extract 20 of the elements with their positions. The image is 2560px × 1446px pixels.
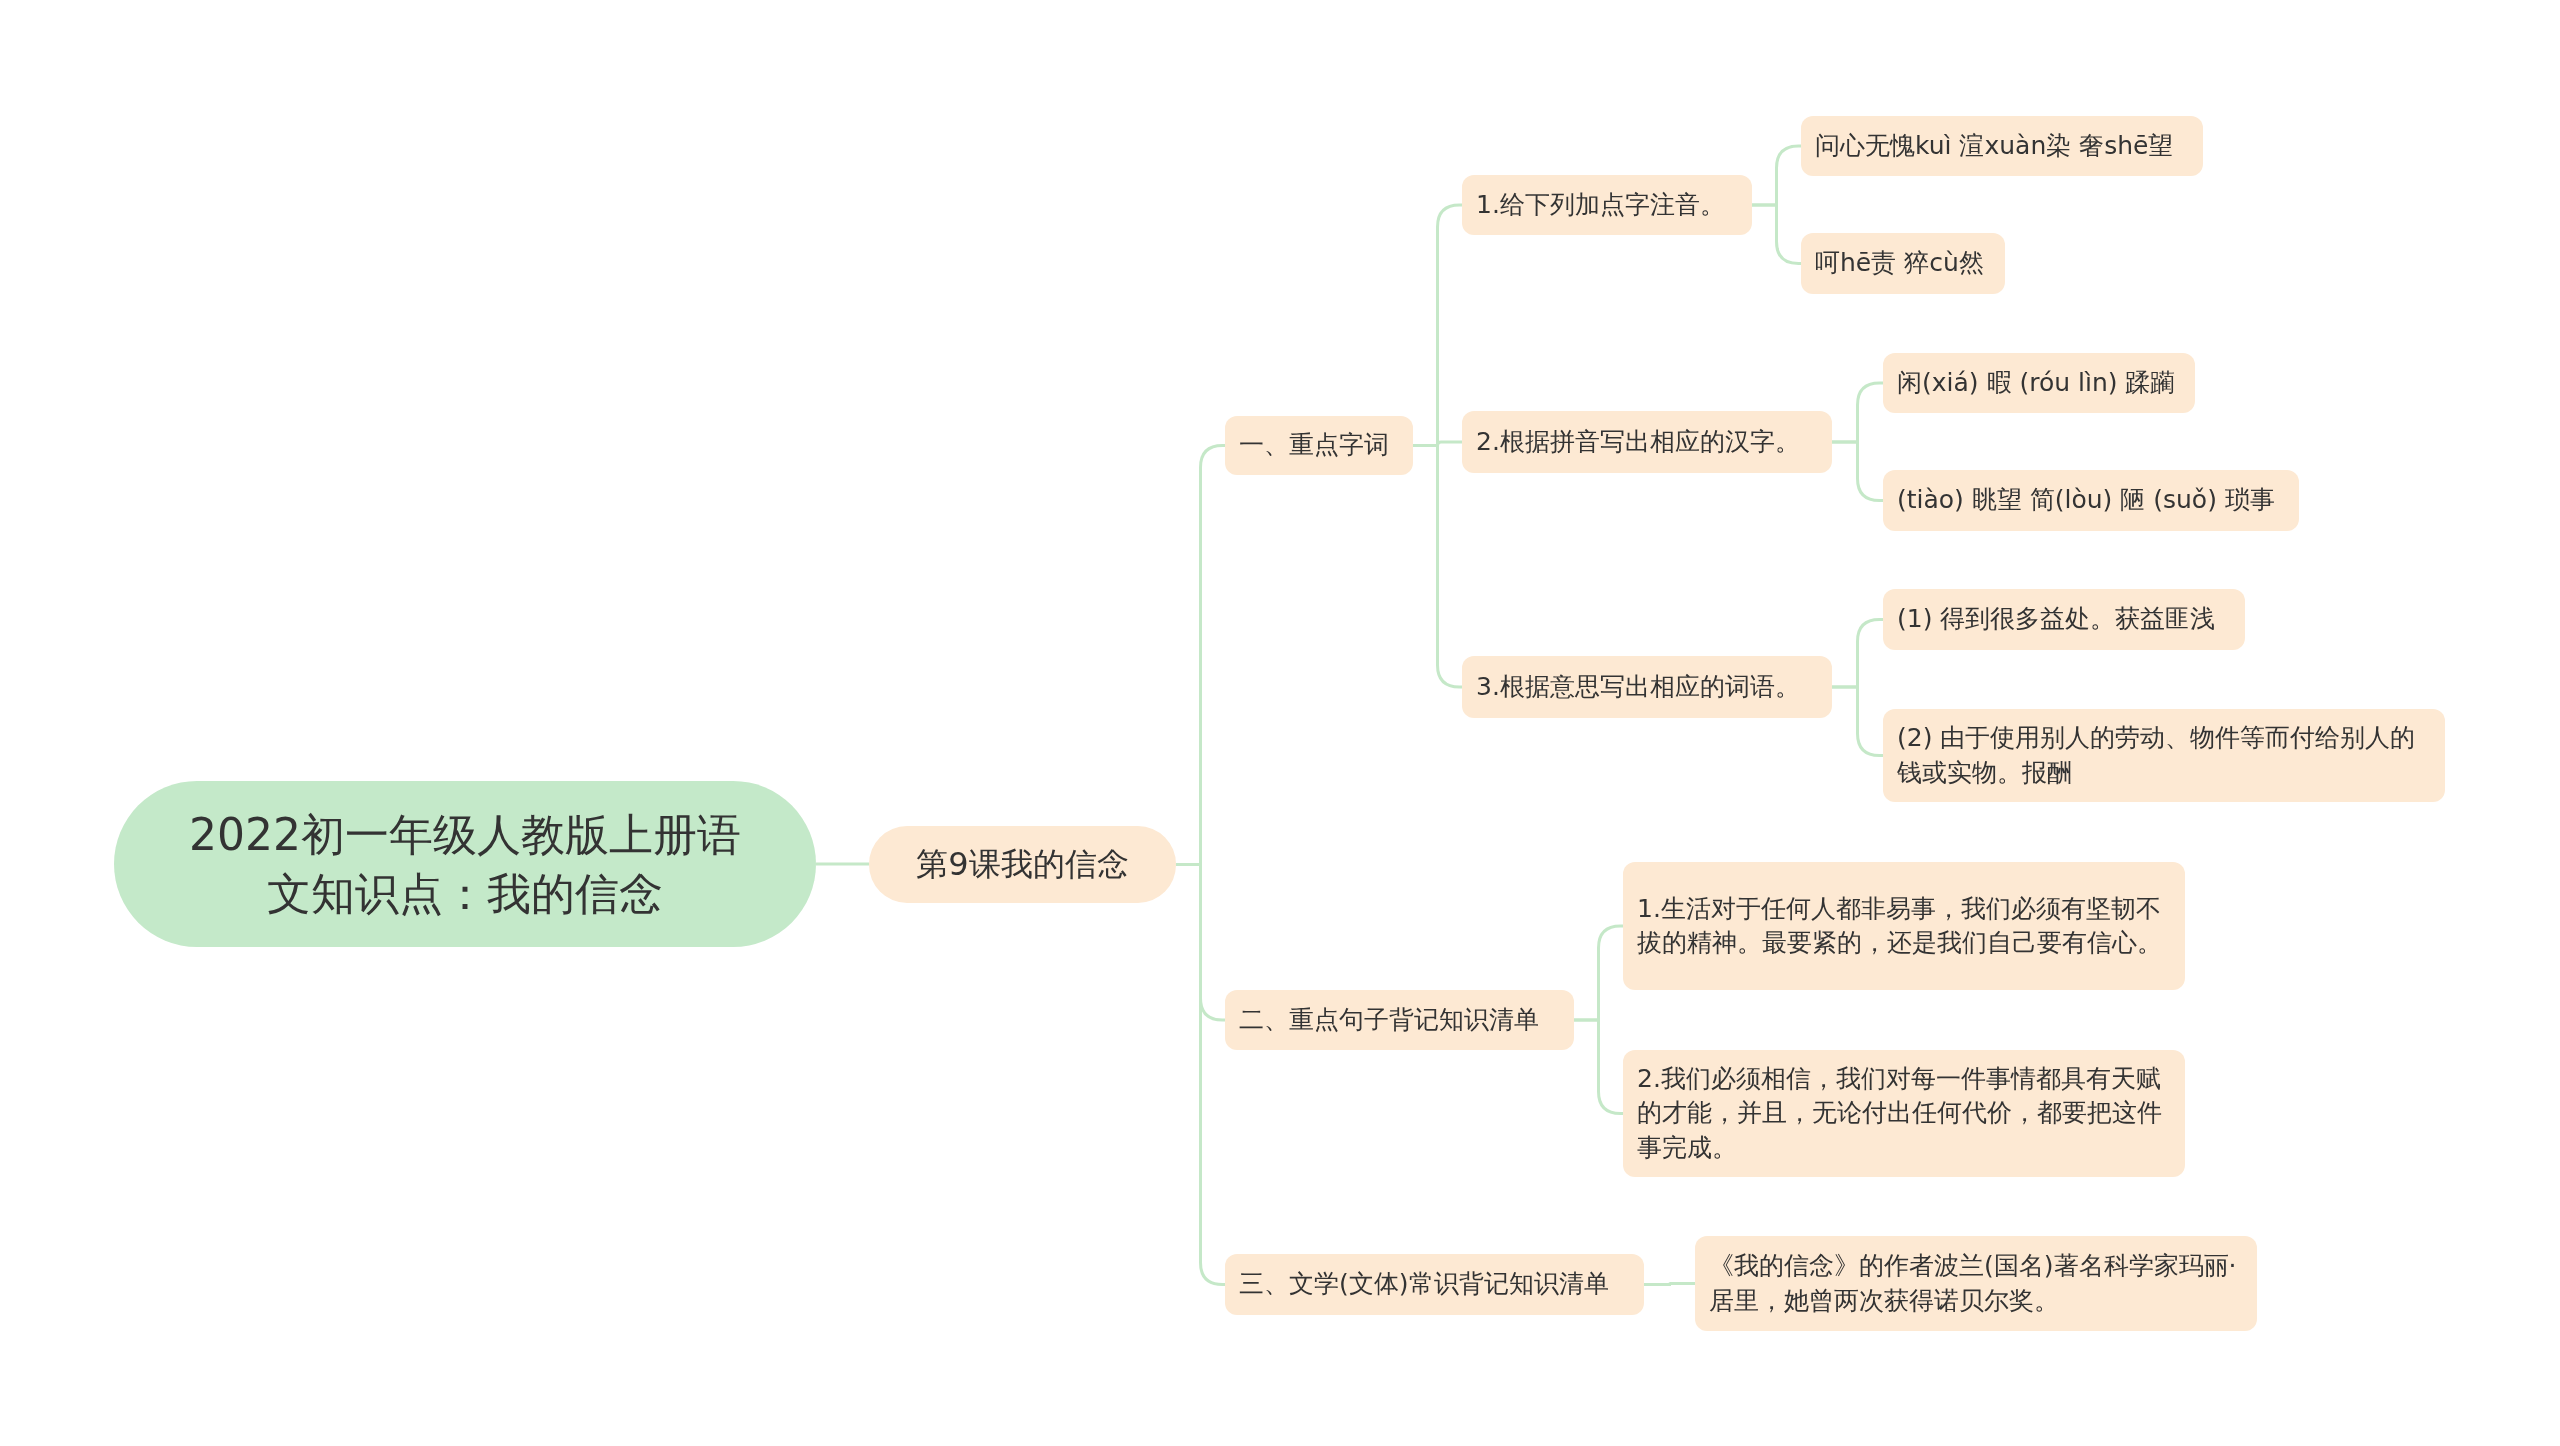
leaf-box: (2) 由于使用别人的劳动、物件等而付给别人的钱或实物。报酬	[1883, 709, 2445, 802]
leaf-box: 闲(xiá) 暇 (róu lìn) 蹂躏	[1883, 353, 2195, 413]
topic-box: 三、文学(文体)常识背记知识清单	[1225, 1254, 1644, 1315]
leaf-box: 《我的信念》的作者波兰(国名)著名科学家玛丽·居里，她曾两次获得诺贝尔奖。	[1695, 1236, 2257, 1331]
leaf-box: (tiào) 眺望 简(lòu) 陋 (suǒ) 琐事	[1883, 470, 2299, 531]
leaf-box: (1) 得到很多益处。获益匪浅	[1883, 589, 2245, 650]
connector-line	[1644, 1282, 1695, 1286]
connector-line	[1176, 863, 1226, 1286]
leaf-box: 呵hē责 猝cù然	[1801, 233, 2005, 294]
topic-box: 1.给下列加点字注音。	[1462, 175, 1752, 235]
root-box: 2022初一年级人教版上册语文知识点：我的信念	[114, 781, 816, 947]
leaf-box: 2.我们必须相信，我们对每一件事情都具有天赋的才能，并且，无论付出任何代价，都要把这件事完成。	[1623, 1050, 2185, 1177]
leaf-box: 问心无愧kuì 渲xuàn染 奢shē望	[1801, 116, 2203, 176]
topic-box: 第9课我的信念	[869, 826, 1176, 903]
connector-line	[816, 862, 869, 866]
leaf-box: 1.生活对于任何人都非易事，我们必须有坚韧不拔的精神。最要紧的，还是我们自己要有信心。	[1623, 862, 2185, 990]
topic-box: 二、重点句子背记知识清单	[1225, 990, 1574, 1050]
topic-box: 3.根据意思写出相应的词语。	[1462, 656, 1832, 718]
topic-box: 一、重点字词	[1225, 416, 1413, 475]
topic-box: 2.根据拼音写出相应的汉字。	[1462, 411, 1832, 473]
